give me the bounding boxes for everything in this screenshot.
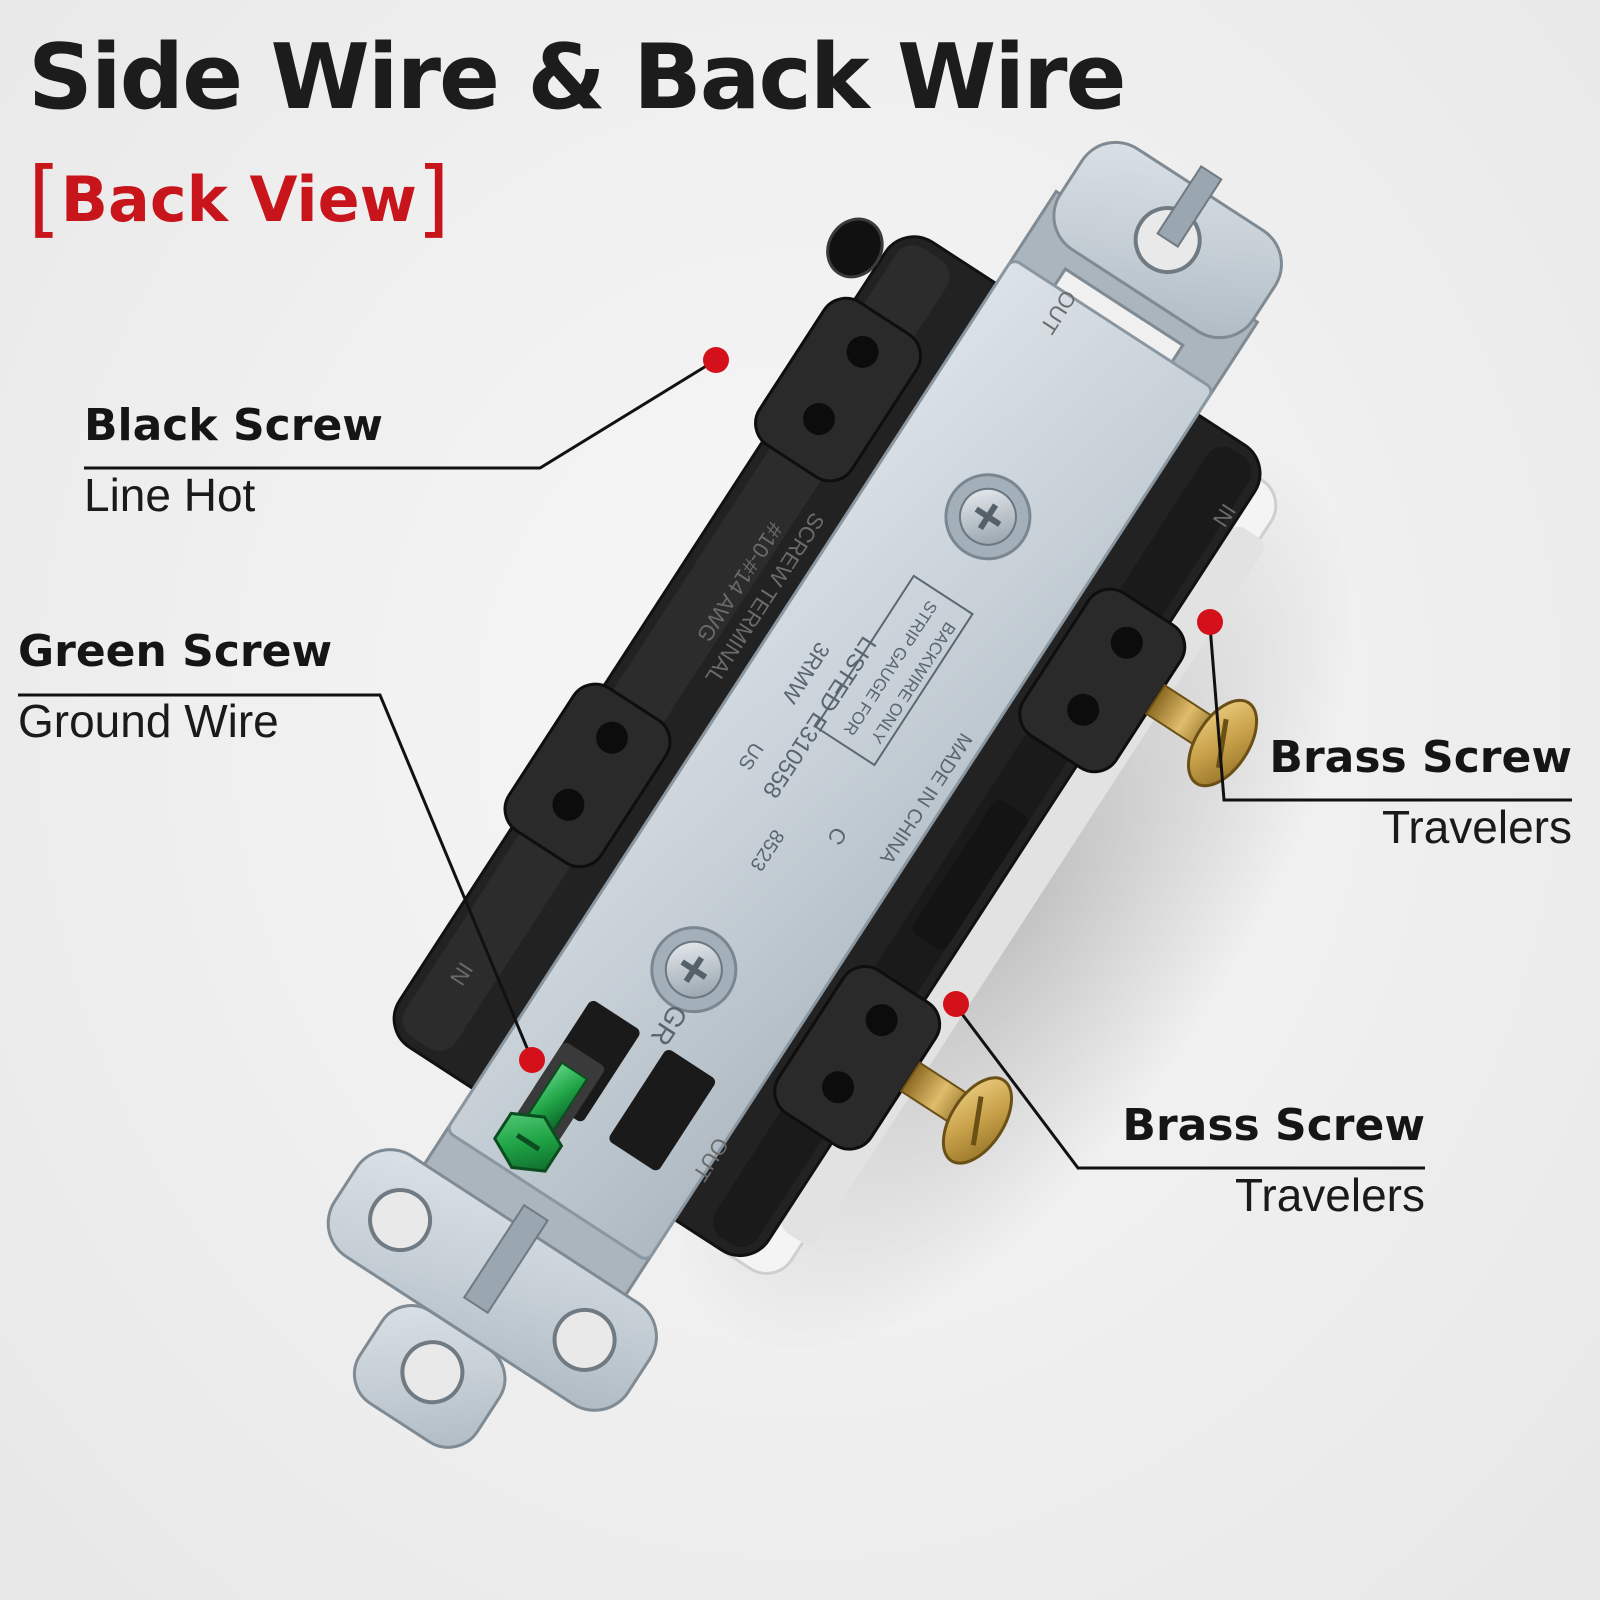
leader-black-screw [84,358,717,470]
green-screw [493,1042,604,1173]
leader-brass-screw-upper [1208,625,1572,802]
brass-screw-lower [899,1061,1014,1165]
callout-brass-screw-lower: Brass Screw Travelers [1122,1100,1425,1222]
subtitle-open-bracket: [ [28,149,61,247]
callout-name: Black Screw [84,400,383,451]
page-title: Side Wire & Back Wire [28,25,1127,130]
black-screw [826,217,884,279]
callout-name: Brass Screw [1122,1100,1425,1151]
callout-black-screw: Black Screw Line Hot [84,400,383,522]
mounting-strap [326,140,1283,1449]
callout-name: Brass Screw [1269,732,1572,783]
callout-dots [519,347,1223,1073]
subtitle-text: Back View [60,163,417,236]
subtitle-close-bracket: ] [416,149,450,247]
leader-lines [18,358,1572,1170]
dot-brass-screw-upper [1197,609,1223,635]
callout-desc: Travelers [1235,1169,1425,1222]
callout-green-screw: Green Screw Ground Wire [18,626,333,748]
dot-brass-screw-lower [943,991,969,1017]
dot-green-screw [519,1047,545,1073]
callout-brass-screw-upper: Brass Screw Travelers [1269,732,1572,854]
page-subtitle: [Back View] [28,148,450,249]
leader-brass-screw-lower [954,1005,1425,1170]
dot-black-screw [703,347,729,373]
callout-desc: Ground Wire [18,695,279,748]
callout-desc: Line Hot [84,469,256,522]
callout-name: Green Screw [18,626,333,677]
receptacle-body: STRIP GAUGE FOR BACKWIRE ONLY LISTED E31… [326,140,1283,1449]
callout-desc: Travelers [1382,801,1572,854]
leader-green-screw [18,693,534,1061]
